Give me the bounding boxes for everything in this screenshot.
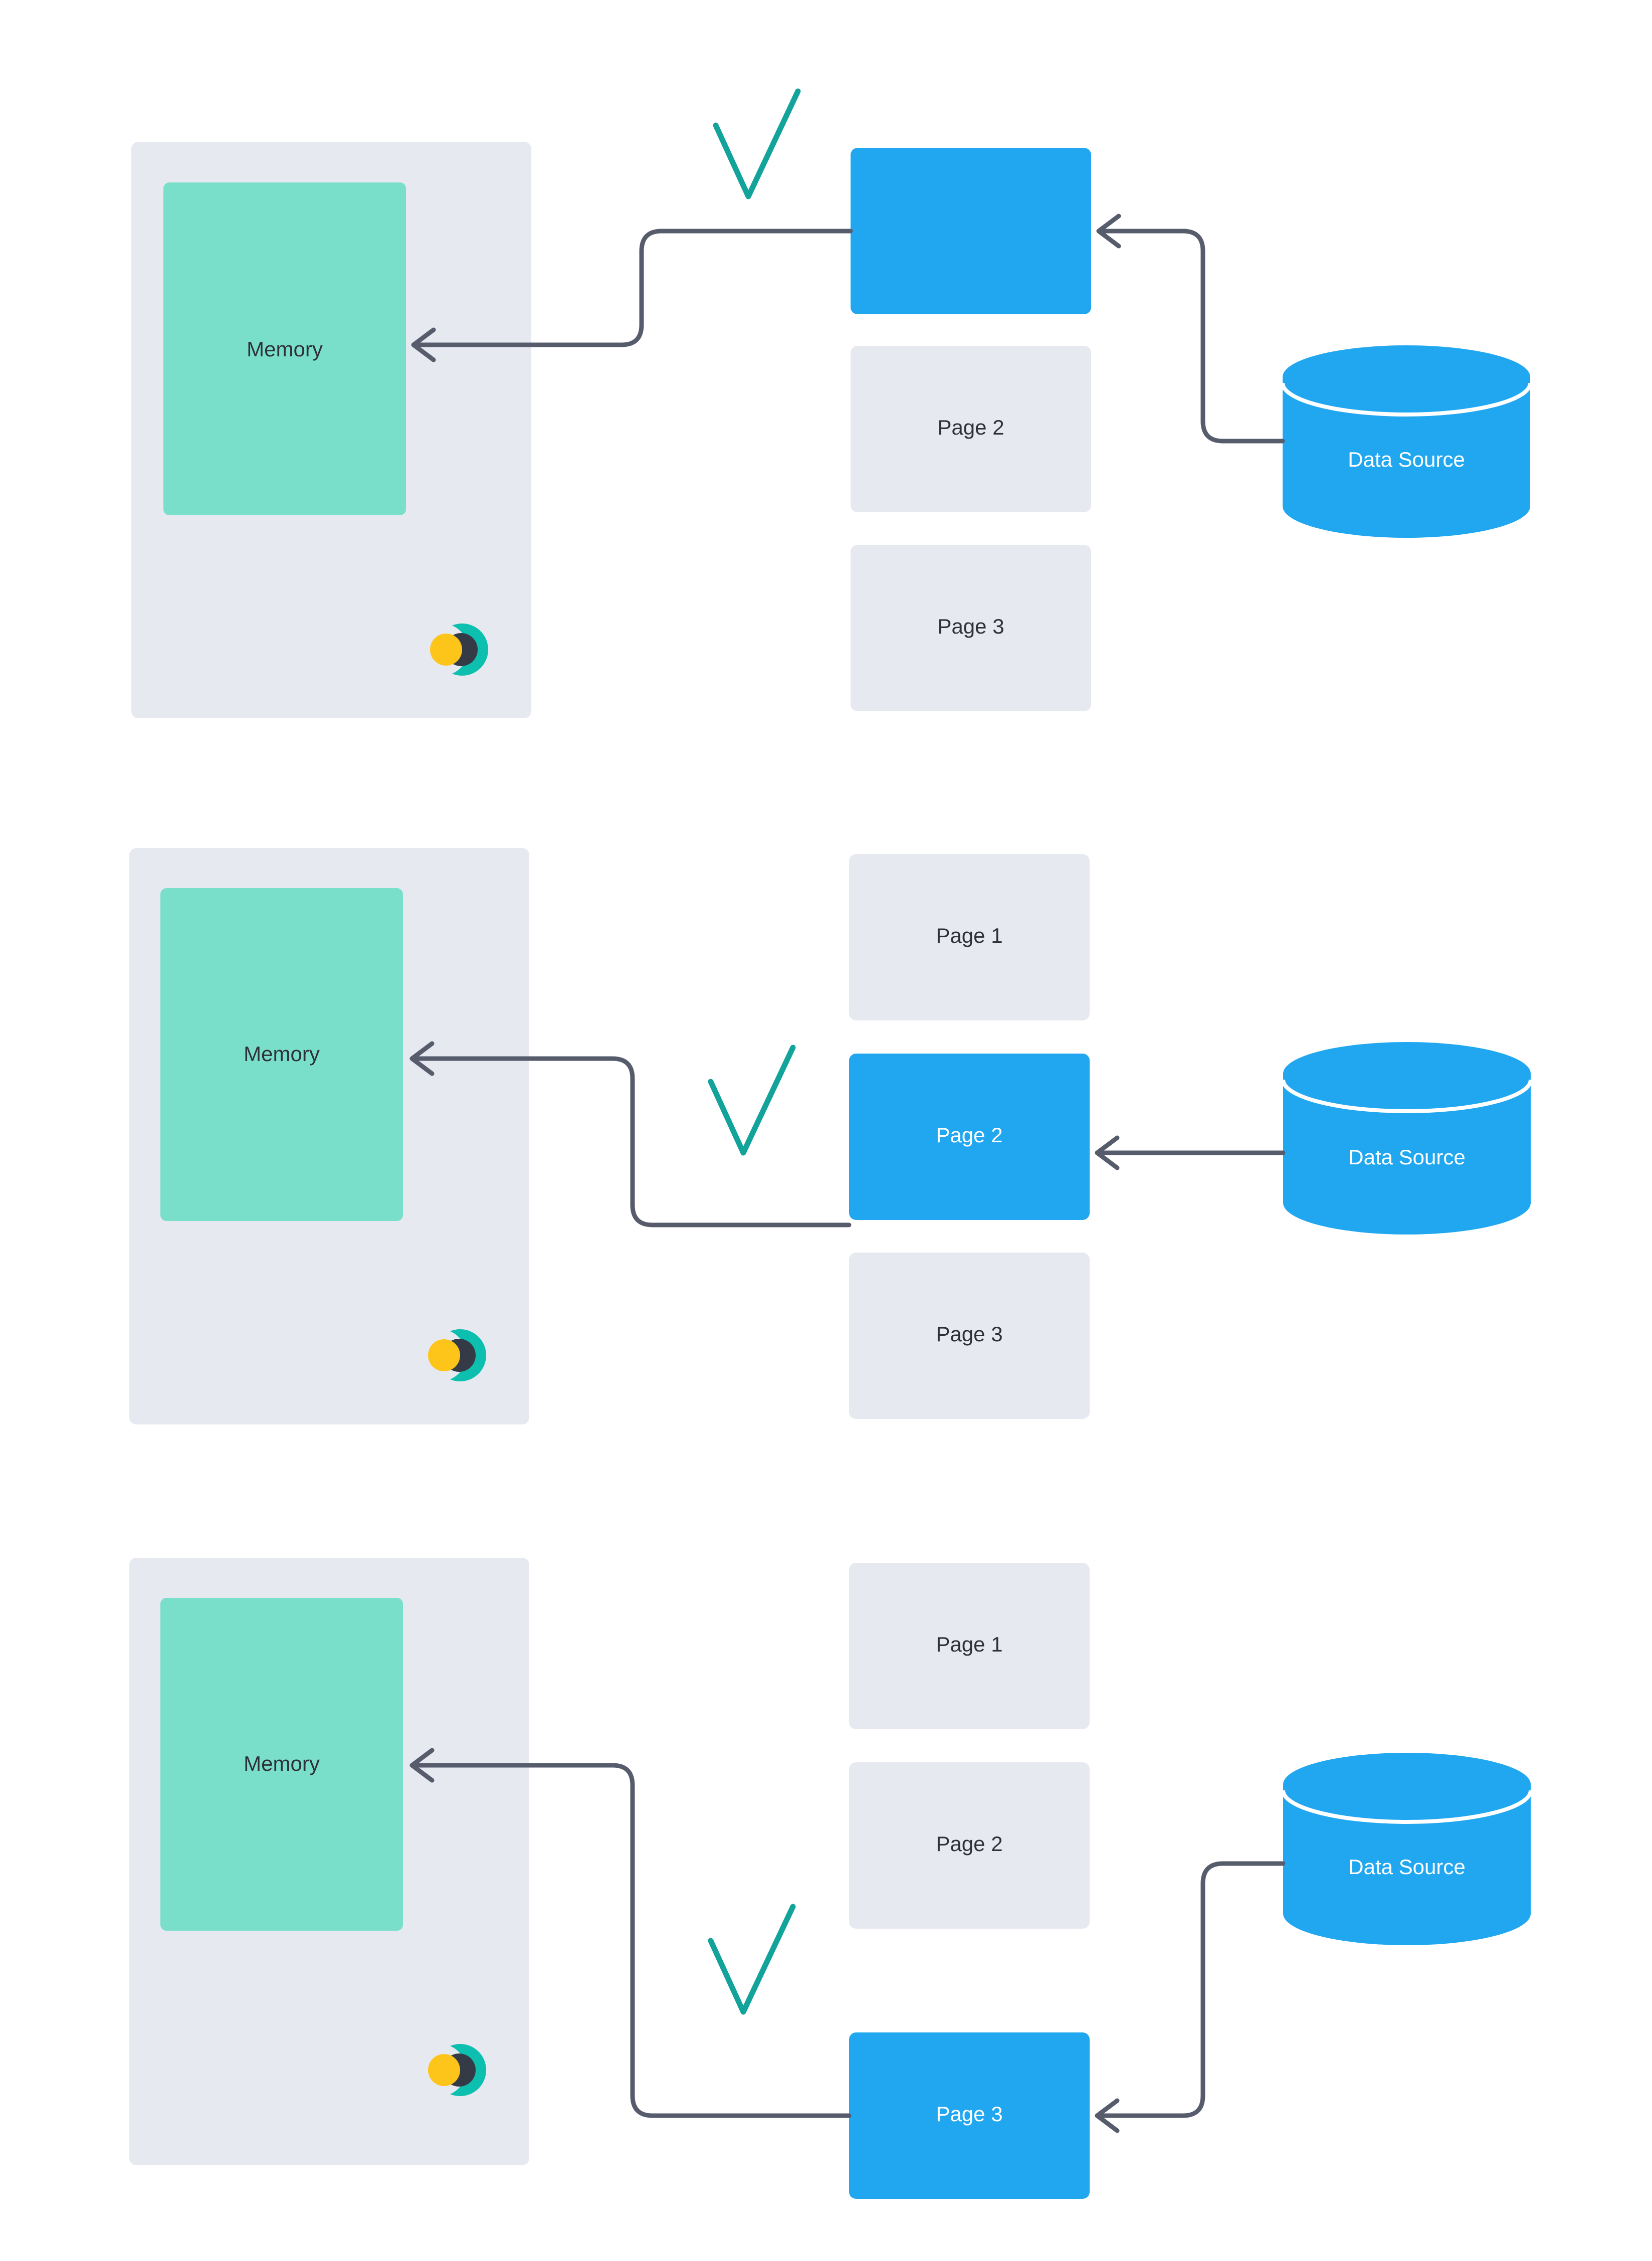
panel-3-data-source[interactable]: Data Source [1281,1753,1533,1945]
panel-1: Memory Page 1 Page 2 Page 3 Data Source [131,67,1532,718]
panel-2-page-3-label: Page 3 [936,1322,1002,1346]
panel-1-data-source[interactable]: Data Source [1281,345,1532,538]
panel-2-page-2-label: Page 2 [936,1123,1002,1147]
panel-1-page-3-box[interactable] [851,545,1091,711]
panel-2-data-source[interactable]: Data Source [1281,1042,1533,1235]
panel-3-brand-logo [428,2044,486,2096]
database-top-ellipse [1283,1753,1531,1816]
panel-3-page-2-label: Page 2 [936,1832,1002,1856]
logo-yellow-circle [428,1339,460,1371]
panel-1-memory-box[interactable] [163,182,406,515]
database-rim-line [1281,1079,1533,1113]
panel-2-page-1-box[interactable] [849,854,1090,1020]
panel-1-memory-label: Memory [247,337,323,361]
panel-1-page-2-box[interactable] [851,346,1091,512]
panel-2-memory-label: Memory [244,1042,320,1066]
panel-3-checkmark-icon [708,1904,796,2015]
database-cylinder-icon [1283,1074,1531,1235]
panel-2-page-2-box[interactable] [849,1054,1090,1220]
panel-1-page-1-label: Page 1 [937,67,1004,91]
panel-3-connector-page-to-memory [409,1763,852,2118]
panel-1-arrow-into-page-1 [1096,214,1121,249]
panel-1-brand-logo [430,624,488,676]
database-rim-line [1281,382,1532,417]
panel-2-arrow-into-page-2 [1095,1135,1120,1170]
panel-2-memory-box[interactable] [160,888,403,1221]
panel-3-memory-label: Memory [244,1752,320,1775]
panel-3-page-1-box[interactable] [849,1563,1090,1729]
panel-3-arrow-into-memory [409,1748,435,1783]
panel-2-data-source-label: Data Source [1348,1145,1465,1169]
database-cylinder-icon [1283,1784,1531,1945]
panel-3-arrow-into-page-3 [1095,2098,1120,2133]
panel-1-data-source-label: Data Source [1348,448,1465,471]
panel-3-page-1-label: Page 1 [936,1632,1002,1656]
panel-3-memory-box[interactable] [160,1598,403,1931]
panel-3-page-3-box[interactable] [849,2032,1090,2199]
panel-2-page-1-label: Page 1 [936,924,1002,947]
logo-yellow-circle [428,2054,460,2086]
panel-2-page-3-box[interactable] [849,1253,1090,1419]
panel-1-page-3-label: Page 3 [937,614,1004,638]
panel-1-page-2-label: Page 2 [937,416,1004,439]
panel-1-arrow-into-memory [411,327,436,362]
panel-3: Memory Page 1 Page 2 Page 3 Data Source [129,1558,1533,2199]
panel-2-arrow-into-memory [409,1041,435,1076]
panel-3-connector-source-to-page [1095,1861,1286,2118]
panel-2: Memory Page 1 Page 2 Page 3 Data Source [129,848,1533,1424]
panel-1-page-1-box[interactable] [851,148,1091,314]
panel-3-data-source-label: Data Source [1348,1855,1465,1879]
panel-3-page-3-label: Page 3 [936,2102,1002,2126]
panel-1-connector-page-to-memory [411,229,853,347]
database-rim-line [1281,1790,1533,1824]
panel-3-page-2-box[interactable] [849,1762,1090,1929]
panel-1-checkmark-icon [713,88,801,199]
logo-yellow-circle [430,634,462,666]
database-cylinder-icon [1283,377,1530,538]
panel-1-connector-source-to-page [1096,229,1285,444]
database-top-ellipse [1283,1042,1531,1105]
panel-2-checkmark-icon [708,1045,796,1156]
database-top-ellipse [1283,345,1530,408]
panel-2-brand-logo [428,1329,486,1381]
panel-2-connector-page-to-memory [409,1056,852,1227]
